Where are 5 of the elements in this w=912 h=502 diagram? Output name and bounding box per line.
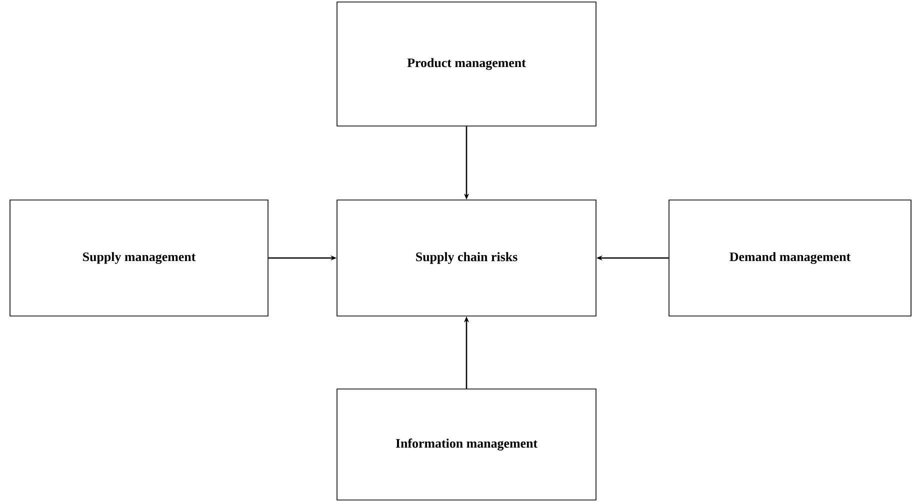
process-box: Information management	[336, 388, 596, 500]
process-box: Supply chain risks	[336, 200, 596, 316]
process-box: Demand management	[668, 200, 912, 316]
process-box: Product management	[336, 2, 596, 126]
process-box: Supply management	[10, 200, 268, 316]
